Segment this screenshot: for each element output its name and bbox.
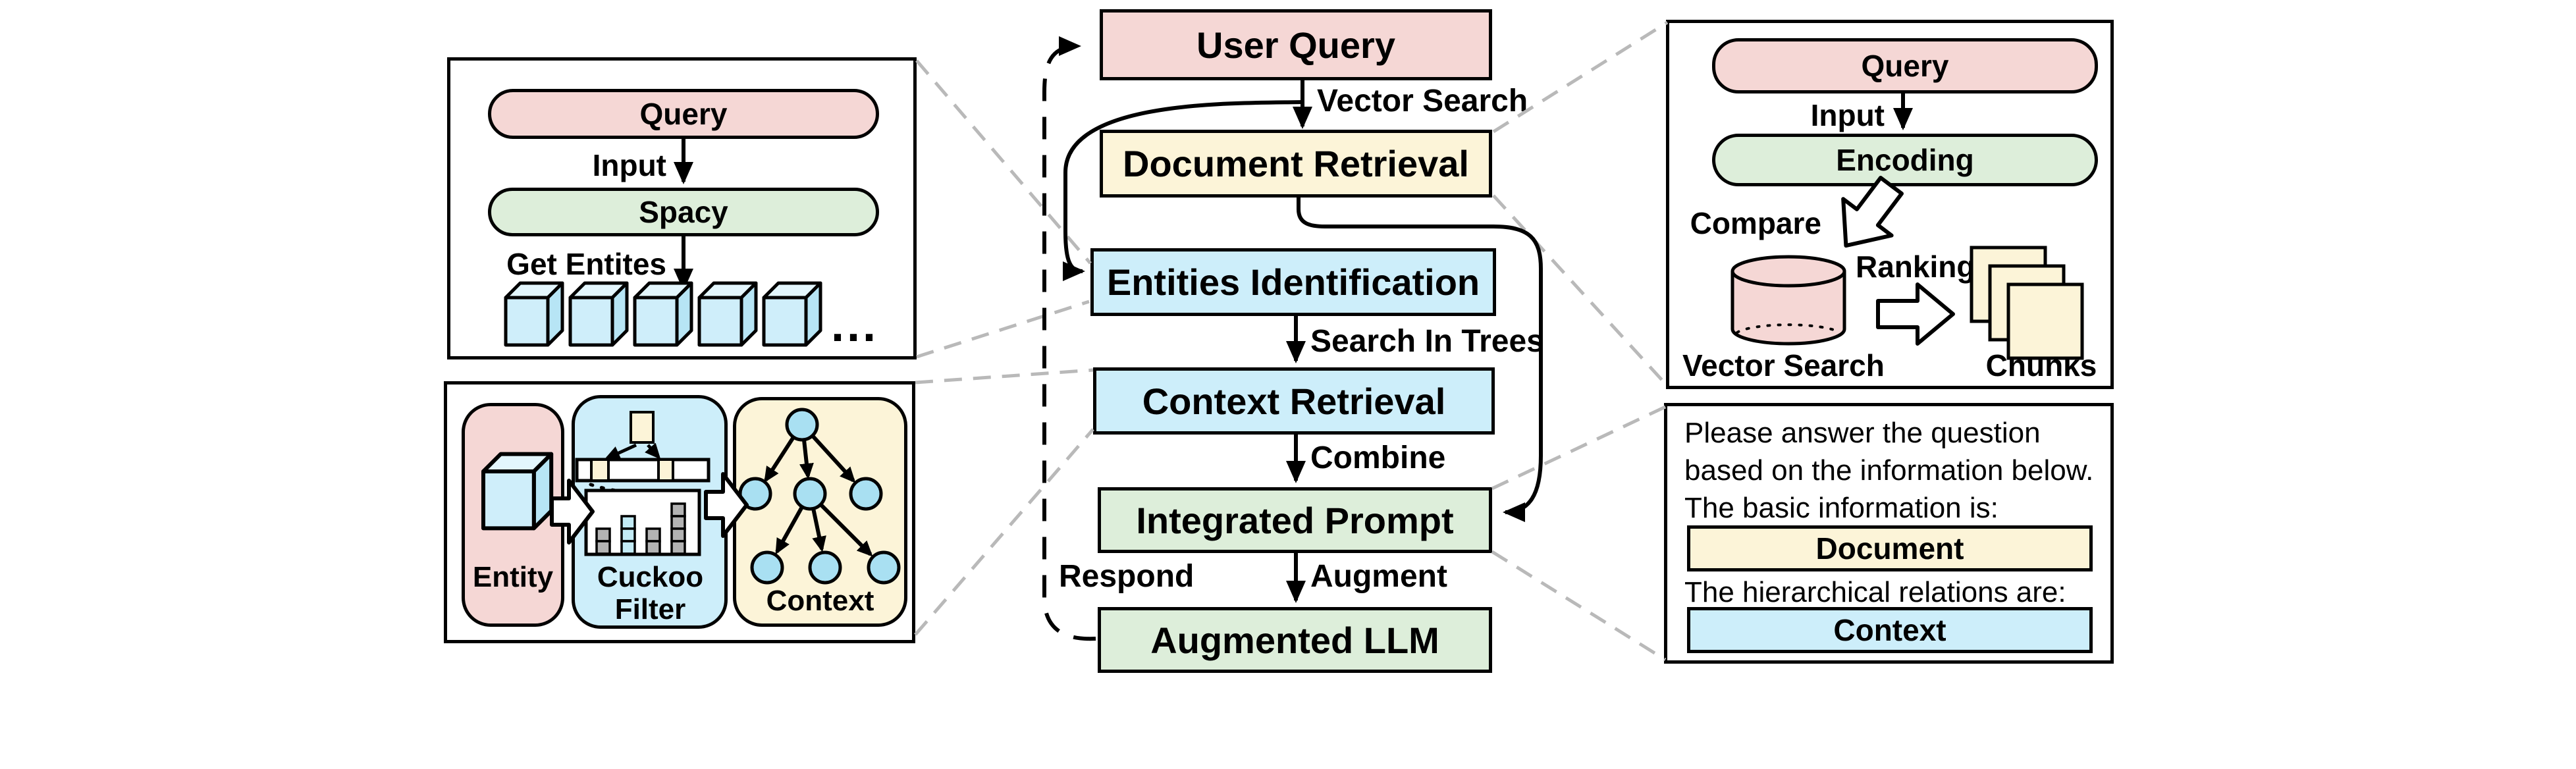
vector-search-caption: Vector Search [1682,348,1885,383]
compare-label: Compare [1690,206,1821,240]
edge-label-vector-search: Vector Search [1317,84,1528,119]
connector-lookup-to-context-top [915,368,1094,385]
ellipsis-label: ... [831,299,879,352]
respond-loop-arrow [1042,36,1096,641]
flow-box-integrated-prompt-label: Integrated Prompt [1136,499,1454,541]
query-pill-left-label: Query [639,97,728,131]
flow-box-entities-identification-label: Entities Identification [1106,261,1480,303]
connector-extraction-to-entities-bottom [916,300,1090,359]
prompt-line-4: The hierarchical relations are: [1684,576,2066,608]
flow-box-augmented-llm-label: Augmented LLM [1150,619,1439,661]
query-pill-right: Query [1712,38,2098,93]
context-chip: Context [1687,607,2093,653]
encoding-pill: Encoding [1712,134,2098,186]
edge-label-respond: Respond [1059,559,1194,594]
context-chip-label: Context [1833,613,1946,647]
context-label: Context [766,585,874,617]
query-pill-left: Query [488,89,879,139]
spacy-pill: Spacy [488,188,879,236]
entity-label: Entity [472,561,554,593]
input-label-left: Input [592,148,666,182]
flow-box-user-query-label: User Query [1196,24,1395,66]
chunks-caption: Chunks [1985,348,2097,383]
cuckoo-filter-label: Cuckoo Filter [597,561,704,626]
get-entities-label: Get Entites [506,247,666,281]
flow-box-user-query: User Query [1100,9,1492,80]
query-pill-right-label: Query [1861,49,1949,83]
flow-box-augmented-llm: Augmented LLM [1098,607,1492,673]
prompt-line-3: The basic information is: [1684,492,1999,524]
connector-lines [914,20,1669,662]
connector-prompt-to-panel-top [1491,405,1667,491]
flow-box-context-retrieval: Context Retrieval [1093,367,1495,435]
flow-box-entities-identification: Entities Identification [1090,248,1496,316]
ranking-label: Ranking [1856,250,1975,284]
edge-label-search-in-trees: Search In Trees [1310,324,1544,359]
flow-box-document-retrieval-label: Document Retrieval [1123,143,1469,184]
spacy-pill-label: Spacy [639,195,728,229]
prompt-line-1: Please answer the question [1684,417,2041,449]
input-label-right: Input [1810,98,1885,132]
connector-lookup-to-context-bottom [914,428,1094,636]
connector-prompt-to-panel-bottom [1491,550,1667,662]
encoding-pill-label: Encoding [1836,143,1974,177]
document-chip: Document [1687,525,2093,571]
prompt-line-2: based on the information below. [1684,454,2094,487]
flow-box-integrated-prompt: Integrated Prompt [1098,487,1492,553]
flow-box-context-retrieval-label: Context Retrieval [1142,380,1446,422]
document-chip-label: Document [1815,531,1964,566]
edge-label-combine: Combine [1310,440,1446,475]
edge-label-augment: Augment [1310,559,1447,594]
flow-box-document-retrieval: Document Retrieval [1100,130,1492,198]
connector-extraction-to-entities-top [915,59,1092,265]
